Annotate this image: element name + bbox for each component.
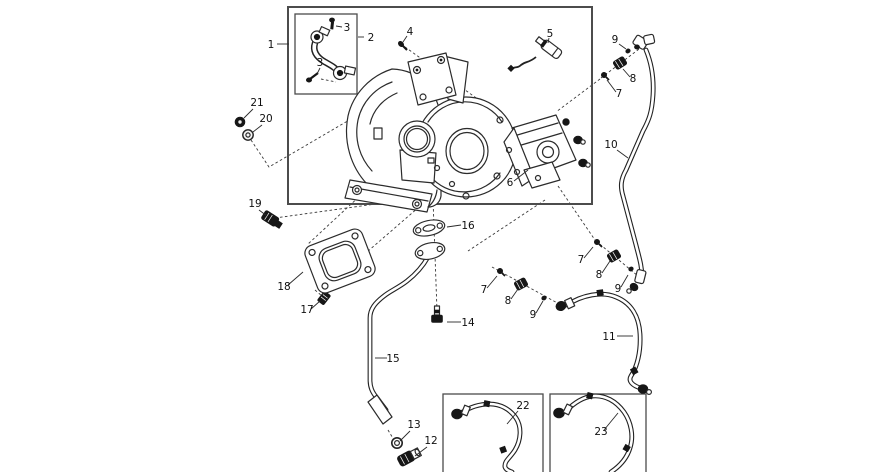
fitting-8-left: [513, 277, 529, 291]
fitting-group-right: [593, 239, 634, 272]
bolt-3-top: [329, 17, 335, 23]
ring-9-left: [541, 295, 547, 301]
callout-3-top: 3: [344, 22, 351, 34]
callout-8-right: 8: [596, 269, 603, 281]
callout-8-left: 8: [505, 295, 512, 307]
tube-15-sleeve: [367, 394, 393, 425]
callout-7-right: 7: [578, 254, 585, 266]
hose-22-box: [442, 393, 544, 472]
fitting-group-left: [496, 267, 547, 301]
sensor-drawing: [507, 36, 563, 72]
solid-leader-lines: [243, 25, 633, 457]
callout-15: 15: [386, 353, 399, 365]
stud-17-drawing: [317, 291, 331, 305]
callout-23: 23: [594, 426, 607, 438]
nut-21-drawing: [234, 116, 246, 128]
callout-5: 5: [547, 28, 554, 40]
callout-17: 17: [300, 304, 313, 316]
drain-tube-15-drawing: [367, 241, 446, 425]
gasket-18-drawing: [304, 228, 376, 294]
callout-labels: 1 2 3 3 4 5 6 7 8 9 10 7 8 9 7 8 9 11 12…: [248, 22, 636, 447]
callout-8-top: 8: [630, 73, 637, 85]
gasket-16-drawing: [412, 219, 446, 237]
callout-4: 4: [407, 26, 414, 38]
fitting-19-drawing: [261, 210, 283, 229]
hose-22-drawing: [451, 400, 523, 472]
callout-7-top: 7: [616, 88, 623, 100]
callout-10: 10: [604, 139, 617, 151]
callout-13: 13: [407, 419, 420, 431]
fitting-group-top: [600, 48, 631, 81]
fitting-8-top: [612, 56, 628, 70]
callout-11: 11: [602, 331, 615, 343]
callout-20: 20: [259, 113, 272, 125]
hose-23-drawing: [553, 391, 635, 472]
bolt-4-drawing: [398, 41, 408, 51]
hose-11-drawing: [555, 289, 652, 396]
fitting-8-right: [606, 249, 622, 263]
actuator-drawing: [503, 114, 591, 189]
callout-9-left: 9: [530, 309, 537, 321]
plug-7-top: [600, 72, 607, 79]
washer-20-drawing: [242, 129, 254, 141]
callout-19: 19: [248, 198, 261, 210]
ring-9-top: [625, 48, 631, 54]
oring-13-drawing: [390, 436, 403, 449]
plug-7-right: [593, 239, 600, 246]
callout-1: 1: [268, 39, 275, 51]
callout-22: 22: [516, 400, 529, 412]
linkage-inset-box: [294, 13, 358, 95]
callout-9-right: 9: [615, 283, 622, 295]
oil-line-10-drawing: [618, 33, 656, 294]
turbocharger-drawing: [344, 52, 517, 213]
elbow-fitting-12-drawing: [397, 447, 422, 467]
main-assembly-box: [287, 6, 593, 205]
ring-9-right: [628, 266, 634, 272]
callout-14: 14: [461, 317, 475, 329]
callout-18: 18: [277, 281, 290, 293]
callout-12: 12: [424, 435, 437, 447]
banjo-bolt-14-drawing: [431, 305, 443, 323]
callout-6: 6: [507, 177, 514, 189]
callout-2: 2: [368, 32, 375, 44]
plug-7-left: [496, 267, 503, 274]
callout-21: 21: [250, 97, 263, 109]
callout-7-left: 7: [481, 284, 488, 296]
linkage-arm-drawing: [305, 17, 357, 83]
callout-3-bottom: 3: [317, 57, 324, 69]
callout-16: 16: [461, 220, 475, 232]
callout-9-top: 9: [612, 34, 619, 46]
